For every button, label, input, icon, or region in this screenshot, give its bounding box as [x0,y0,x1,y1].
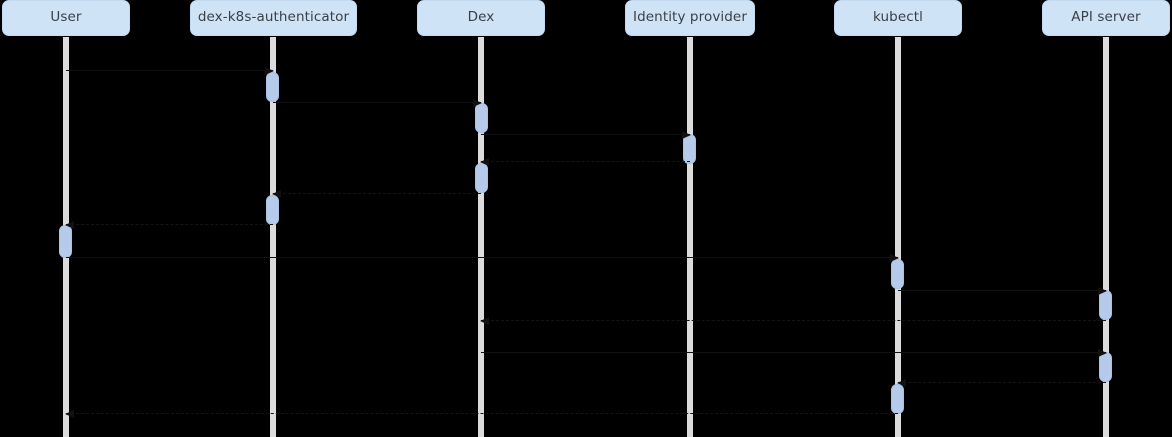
participant-label: kubectl [873,9,923,26]
participant-label: Identity provider [633,9,747,26]
arrowhead-icon [480,317,489,325]
arrowhead-icon [897,379,906,387]
activation-bar [266,195,279,225]
message-arrow [66,254,899,262]
message-arrow [481,131,691,139]
arrowhead-icon [272,190,281,198]
participant-identity-provider[interactable]: Identity provider [625,0,755,36]
activation-bar [266,72,279,102]
activation-bar [891,384,904,414]
arrowhead-icon [890,254,899,262]
message-arrow [480,317,1106,325]
participant-label: API server [1071,9,1141,26]
participant-label: User [50,9,82,26]
participant-user[interactable]: User [2,0,130,36]
lifeline-dex-k8s-authenticator [270,37,276,437]
arrowhead-icon [265,67,274,75]
participant-label: dex-k8s-authenticator [197,9,350,26]
lifeline-api-server [1103,37,1109,437]
activation-bar [475,163,488,193]
message-arrow [480,158,690,166]
message-arrow [273,99,482,107]
arrowhead-icon [65,410,74,418]
arrowhead-icon [480,158,489,166]
message-arrow [897,379,1106,387]
arrowhead-icon [1098,349,1107,357]
message-arrow [65,221,273,229]
activation-bar [59,225,72,258]
arrowhead-icon [473,99,482,107]
participant-kubectl[interactable]: kubectl [834,0,962,36]
arrowhead-icon [682,131,691,139]
lifeline-identity-provider [687,37,693,437]
participant-label: Dex [467,9,495,26]
lifeline-kubectl [895,37,901,437]
message-arrow [66,67,274,75]
message-arrow [898,287,1107,295]
arrowhead-icon [1098,287,1107,295]
activation-bar [891,259,904,289]
lifeline-dex [478,37,484,437]
message-arrow [272,190,481,198]
participant-dex-k8s-authenticator[interactable]: dex-k8s-authenticator [190,0,357,36]
message-arrow [481,349,1107,357]
activation-bar [475,103,488,133]
participant-api-server[interactable]: API server [1042,0,1170,36]
arrowhead-icon [65,221,74,229]
participant-dex[interactable]: Dex [417,0,545,36]
message-arrow [65,410,898,418]
